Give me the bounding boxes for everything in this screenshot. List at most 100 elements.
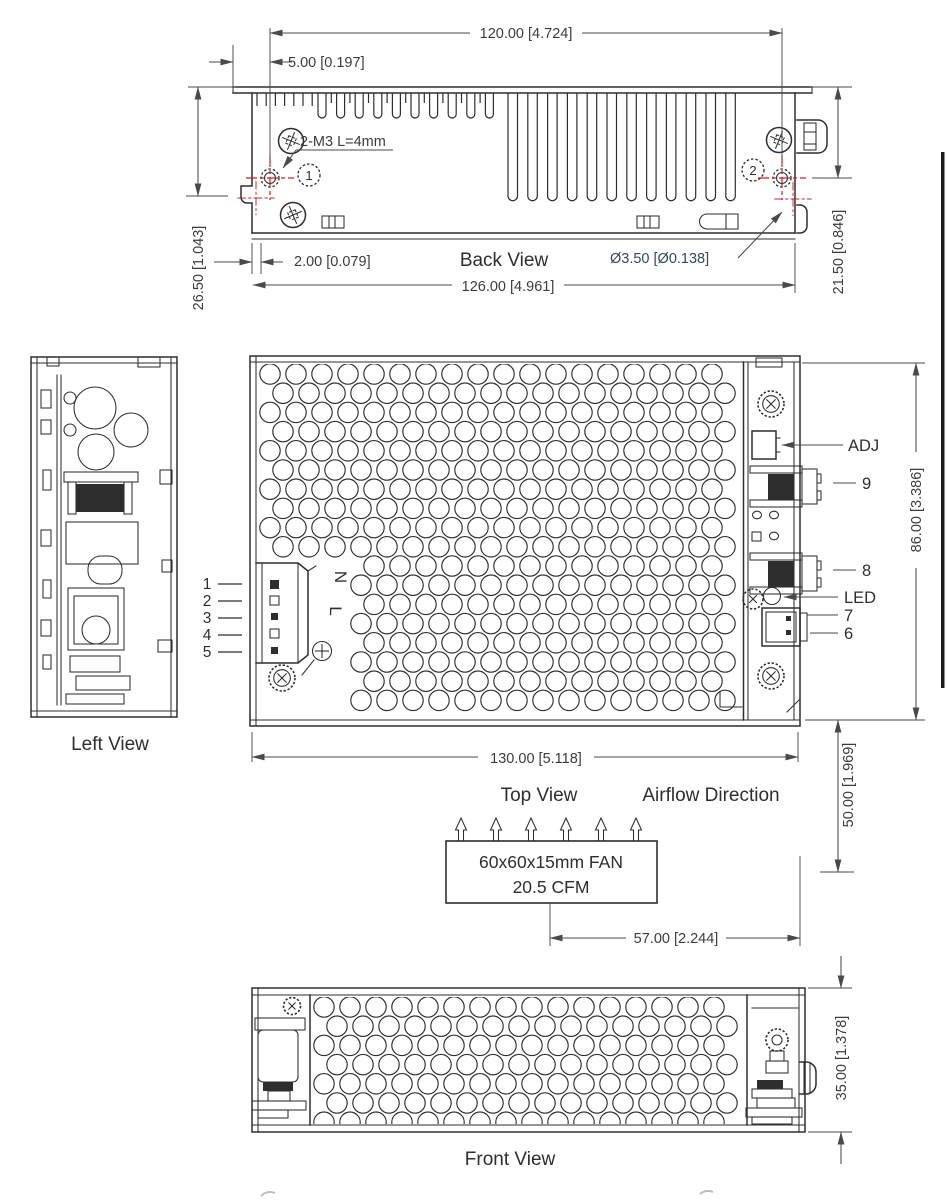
perforation-hole — [365, 1073, 387, 1095]
left-view-case — [30, 356, 178, 718]
perforation-hole — [376, 689, 398, 712]
perforation-hole — [480, 536, 502, 558]
perforation-hole — [480, 612, 502, 635]
front-view-perforations — [313, 997, 738, 1124]
perforation-hole — [532, 612, 554, 635]
center-mark — [757, 155, 807, 201]
perforation-hole — [430, 1092, 452, 1114]
perforation-hole — [610, 382, 632, 404]
perforation-hole — [415, 401, 437, 424]
perforation-hole — [586, 1015, 608, 1037]
perforation-hole — [389, 440, 411, 462]
perforation-hole — [326, 1015, 348, 1037]
perforation-hole — [597, 632, 619, 654]
perforation-hole — [480, 651, 502, 673]
capacitor — [73, 386, 117, 430]
input-n-label: N — [331, 571, 350, 583]
perforation-hole — [441, 516, 463, 539]
fan-note-line1: 60x60x15mm FAN — [479, 852, 623, 872]
perforation-hole — [649, 593, 671, 616]
perforation-hole — [363, 440, 385, 462]
chassis-screw-icon — [268, 664, 296, 692]
perforation-hole — [480, 459, 502, 481]
perforation-hole — [625, 997, 647, 1018]
perforation-hole — [675, 555, 697, 577]
perforation-hole — [651, 1111, 673, 1124]
corner-bracket-mark — [719, 691, 743, 708]
perforation-hole — [675, 632, 697, 654]
perforation-hole — [454, 382, 476, 404]
perforation-hole — [547, 1034, 569, 1057]
perforation-hole — [402, 689, 424, 712]
fin-slot-short — [317, 93, 327, 119]
perforation-hole — [703, 997, 725, 1018]
screw-note: 2-M3 L=4mm — [282, 134, 393, 169]
top-view-perforations — [259, 364, 736, 712]
fin-slot-long — [606, 93, 618, 202]
vent-slot-round — [699, 213, 739, 230]
perforation-hole — [703, 1034, 725, 1057]
perforation-hole — [259, 401, 281, 424]
perforation-hole — [506, 382, 528, 404]
dim-side-offset: 2.00 [0.079] — [214, 243, 371, 274]
perforation-hole — [547, 997, 569, 1018]
perforation-hole — [272, 420, 294, 443]
perforation-hole — [378, 1092, 400, 1114]
perforation-hole — [272, 497, 294, 520]
fin-slot-long — [566, 93, 578, 202]
perforation-hole — [571, 401, 593, 424]
perforation-hole — [597, 516, 619, 539]
perforation-hole — [519, 555, 541, 577]
dim-edge-offset-label: 5.00 [0.197] — [288, 55, 365, 71]
perforation-hole — [558, 612, 580, 635]
perforation-hole — [467, 555, 489, 577]
ground-screw-icon — [311, 640, 333, 662]
perforation-hole — [677, 1111, 699, 1124]
perforation-hole — [519, 670, 541, 692]
perforation-hole — [662, 459, 684, 481]
ac-input-connector — [255, 562, 317, 676]
perforation-hole — [558, 382, 580, 404]
perforation-hole — [534, 1015, 556, 1037]
perforation-hole — [506, 574, 528, 596]
perforation-hole — [350, 689, 372, 712]
perforation-hole — [675, 364, 697, 385]
perforation-hole — [493, 670, 515, 692]
perforation-hole — [638, 1092, 660, 1114]
ac-inlet-detail — [803, 122, 817, 151]
perforation-hole — [441, 478, 463, 500]
perforation-hole — [441, 593, 463, 616]
perforation-hole — [573, 997, 595, 1018]
perforation-hole — [493, 478, 515, 500]
perforation-hole — [428, 420, 450, 443]
perforation-hole — [495, 1073, 517, 1095]
perforation-hole — [259, 364, 281, 385]
perforation-hole — [402, 536, 424, 558]
perforation-hole — [701, 632, 723, 654]
perforation-hole — [417, 1034, 439, 1057]
perforation-hole — [402, 497, 424, 520]
perforation-hole — [389, 364, 411, 385]
perforation-hole — [495, 1034, 517, 1057]
perforation-hole — [688, 689, 710, 712]
perforation-hole — [376, 459, 398, 481]
perforation-hole — [612, 1053, 634, 1076]
perforation-hole — [521, 997, 543, 1018]
perforation-hole — [467, 401, 489, 424]
perforation-hole — [339, 1111, 361, 1124]
perforation-hole — [363, 670, 385, 692]
perforation-hole — [402, 459, 424, 481]
perforation-hole — [428, 689, 450, 712]
perforation-hole — [519, 632, 541, 654]
perforation-hole — [311, 478, 333, 500]
perforation-hole — [662, 420, 684, 443]
dim-side-offset-label: 2.00 [0.079] — [294, 254, 371, 270]
perforation-hole — [443, 1111, 465, 1124]
dim-length: 130.00 [5.118] — [251, 732, 799, 767]
perforation-hole — [688, 536, 710, 558]
perforation-hole — [675, 593, 697, 616]
case-screw-icon — [274, 196, 312, 234]
pin — [269, 595, 280, 606]
perforation-hole — [597, 478, 619, 500]
perforation-hole — [636, 612, 658, 635]
